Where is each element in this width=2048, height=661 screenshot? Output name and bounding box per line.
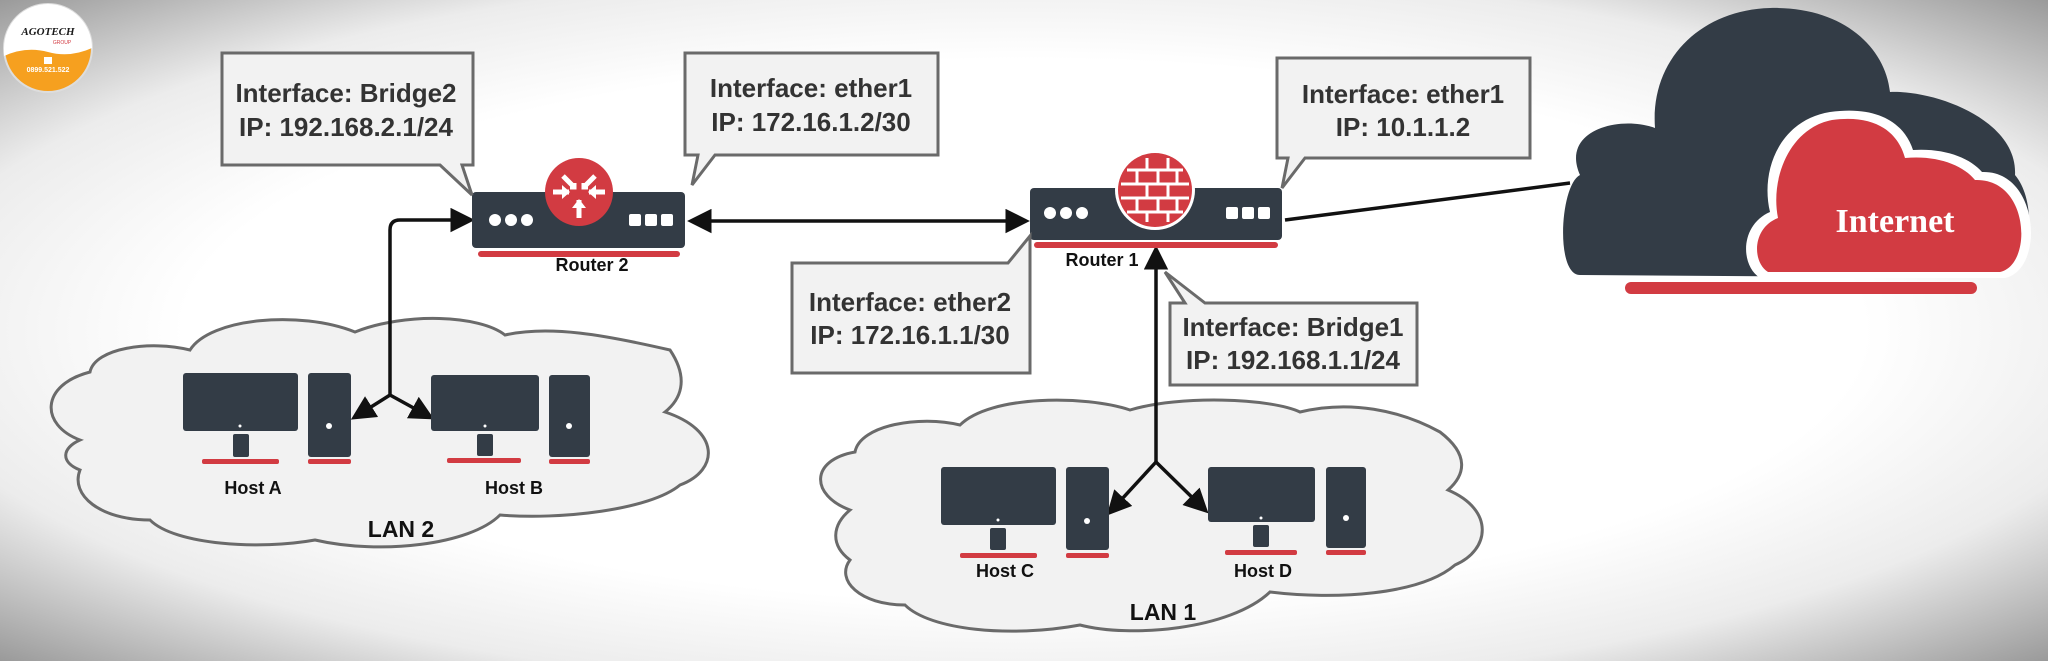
- lan1-label: LAN 1: [1130, 599, 1197, 625]
- host-b-label: Host B: [485, 478, 543, 498]
- svg-text:IP: 192.168.1.1/24: IP: 192.168.1.1/24: [1186, 345, 1400, 375]
- router1-label: Router 1: [1065, 250, 1138, 270]
- internet-cloud: [1563, 7, 2032, 294]
- link-lan1-host-c: [1106, 460, 1158, 516]
- link-router1-internet: [1284, 181, 1571, 222]
- internet-label: Internet: [1836, 203, 1956, 240]
- lan2-cloud: [49, 316, 710, 549]
- host-c-label: Host C: [976, 561, 1034, 581]
- svg-text:IP: 192.168.2.1/24: IP: 192.168.2.1/24: [239, 112, 453, 142]
- link-router2-lan2: [388, 207, 475, 395]
- company-logo: AGOTECH GROUP 0899.521.522: [3, 3, 93, 93]
- svg-text:Interface: Bridge2: Interface: Bridge2: [235, 78, 456, 108]
- svg-text:Interface: ether1: Interface: ether1: [710, 73, 912, 103]
- svg-text:IP: 172.16.1.1/30: IP: 172.16.1.1/30: [810, 320, 1009, 350]
- svg-text:Interface: ether1: Interface: ether1: [1302, 79, 1504, 109]
- firewall-icon: [1115, 150, 1195, 230]
- host-a: [183, 373, 351, 464]
- lan1-cloud: [819, 398, 1484, 633]
- link-lan1-host-d: [1154, 460, 1209, 514]
- svg-text:Interface: ether2: Interface: ether2: [809, 287, 1011, 317]
- lan2-label: LAN 2: [368, 516, 434, 542]
- svg-text:IP: 10.1.1.2: IP: 10.1.1.2: [1336, 112, 1470, 142]
- host-c: [941, 467, 1109, 558]
- host-a-label: Host A: [224, 478, 281, 498]
- router-icon: [545, 158, 613, 226]
- host-d: [1208, 467, 1366, 555]
- svg-text:AGOTECH: AGOTECH: [20, 26, 75, 38]
- router2-label: Router 2: [555, 255, 628, 275]
- svg-text:Interface: Bridge1: Interface: Bridge1: [1182, 312, 1403, 342]
- host-d-label: Host D: [1234, 561, 1292, 581]
- host-b: [431, 375, 590, 464]
- callout-router2-ether1: Interface: ether1 IP: 172.16.1.2/30: [683, 51, 940, 186]
- callout-router1-ether2: Interface: ether2 IP: 172.16.1.1/30: [790, 231, 1032, 375]
- svg-text:GROUP: GROUP: [53, 40, 72, 46]
- svg-text:IP: 172.16.1.2/30: IP: 172.16.1.2/30: [711, 107, 910, 137]
- callout-router2-bridge2: Interface: Bridge2 IP: 192.168.2.1/24: [220, 51, 475, 197]
- link-lan2-host-b: [389, 393, 435, 420]
- callout-router1-bridge1: Interface: Bridge1 IP: 192.168.1.1/24: [1163, 270, 1419, 387]
- link-lan2-host-a: [350, 393, 391, 420]
- svg-text:0899.521.522: 0899.521.522: [27, 67, 70, 74]
- callout-router1-ether1: Interface: ether1 IP: 10.1.1.2: [1275, 56, 1532, 189]
